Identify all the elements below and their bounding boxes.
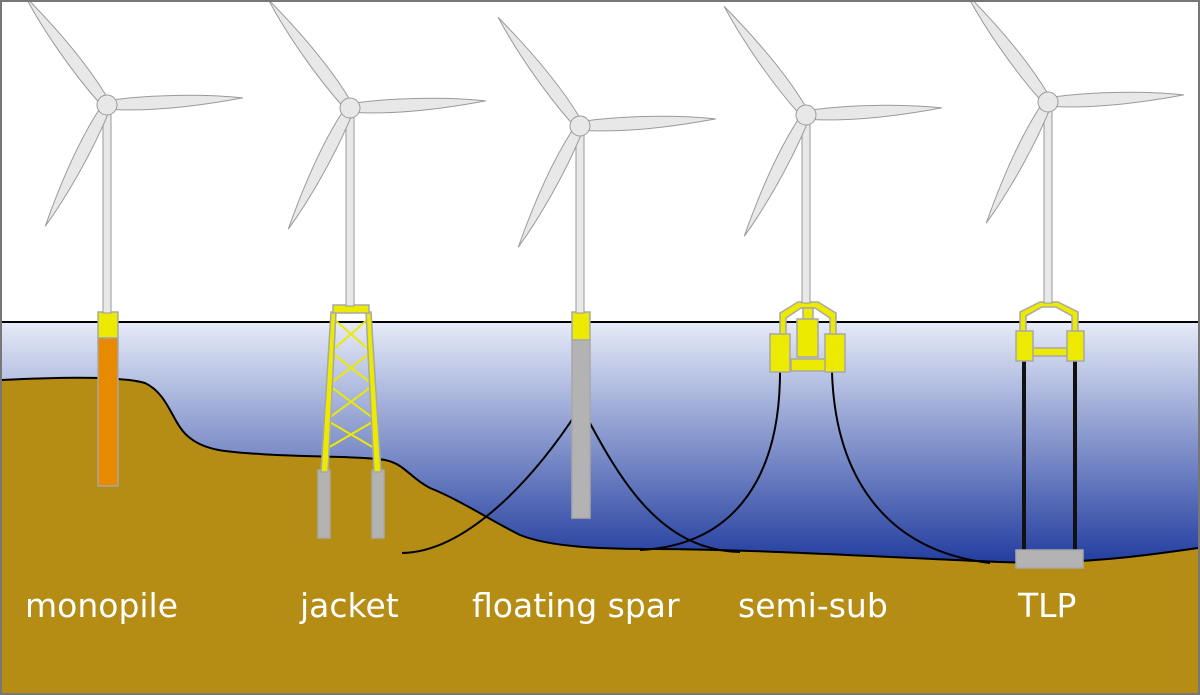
jacket-pile-left [317,469,331,539]
turbine-blade [287,112,352,230]
monopile-pile [97,337,119,487]
semisub-pontoon [790,358,828,372]
turbine-blade [44,109,109,227]
jacket-brace [329,351,375,386]
turbine-hub [339,97,361,119]
turbine-blade [24,0,107,103]
tlp-column-left [1015,330,1034,362]
semisub-mooring-right [831,371,991,564]
turbine-tower [575,125,585,314]
mooring-lines [401,371,991,564]
semisub-column-center [796,318,819,358]
turbine-blade [985,106,1050,224]
turbine-hub [1037,91,1059,113]
tlp-pontoon [1031,347,1069,357]
turbine-blade [517,130,582,248]
tlp-column-right [1066,330,1085,362]
jacket-brace [327,351,373,386]
turbine-hub [96,94,118,116]
turbine-blade [267,0,350,106]
semisub-column-left [769,333,791,373]
turbine-blade [743,119,808,237]
jacket-brace [329,317,371,353]
turbine-tower [345,107,355,307]
turbine-blade [1055,91,1184,108]
semisub-tower-base [802,307,814,321]
turbine-hub [569,115,591,137]
monopile-transition-piece [97,311,119,339]
turbine-tower [1043,101,1053,304]
label-semi-sub: semi-sub [738,586,888,625]
jacket-bracing [323,317,379,451]
turbine-blade [114,94,243,111]
wind-turbine [497,17,716,314]
jacket-brace [325,384,375,421]
spar-mooring-left [401,411,578,554]
turbine-blade [357,97,486,114]
semisub-column-right [824,333,846,373]
wind-turbine [965,0,1184,304]
turbine-blade [813,104,942,121]
turbine-tower [801,114,811,304]
wind-turbine [267,0,486,307]
jacket-brace [327,384,377,421]
jacket-pile-right [371,469,385,539]
wind-turbine [24,0,243,314]
wind-turbine [723,6,942,304]
spar-mooring-right [583,411,741,553]
label-floating-spar: floating spar [472,586,680,625]
label-monopile: monopile [25,586,178,625]
seabed-outline [1,376,1199,564]
label-jacket: jacket [299,586,399,625]
turbine-tower [102,104,112,314]
tlp-anchor-base [1015,549,1084,569]
turbine-hub [795,104,817,126]
jacket-brace [323,419,377,451]
turbine-blade [723,6,806,113]
turbine-blade [497,17,580,124]
semisub-mooring-left [639,371,781,551]
spar-buoy [571,339,591,519]
tlp-tendons [1022,360,1077,552]
jacket-brace [331,317,373,353]
spar-transition-piece [571,311,591,341]
turbine-blade [965,0,1048,100]
label-tlp: TLP [1017,586,1076,625]
turbine-blade [587,115,716,132]
